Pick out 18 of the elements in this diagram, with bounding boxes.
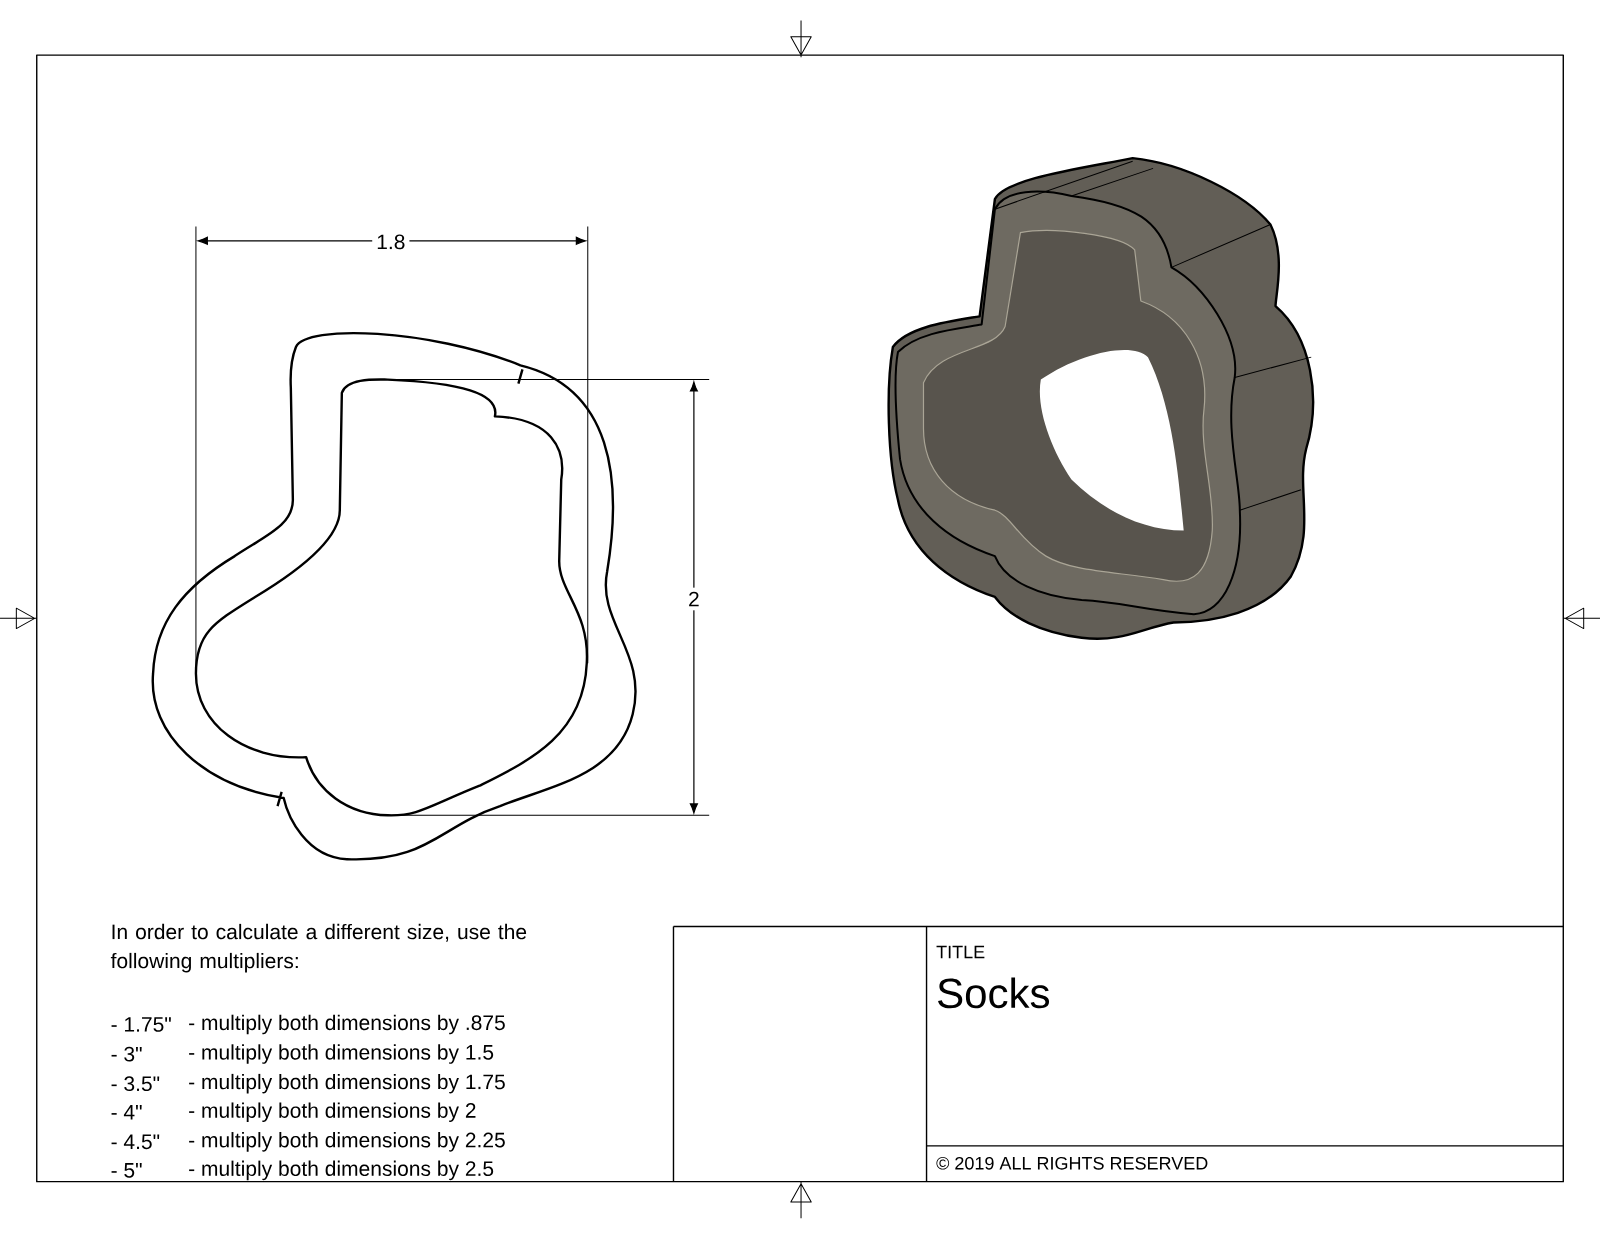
multiplier-text: - multiply both dimensions by 2.25 <box>189 1132 505 1152</box>
size-label: - 5" <box>111 1163 142 1178</box>
size-label: - 3.5" <box>111 1076 160 1092</box>
dimension-label: 2 <box>684 587 704 611</box>
multiplier-text: - multiply both dimensions by 2 <box>189 1102 476 1123</box>
note-text: In order to calculate a different size, use the following multipliers: <box>110 924 527 973</box>
title-label: TITLE <box>936 946 985 959</box>
size-label: - 3" <box>111 1046 142 1062</box>
size-label: - 4.5" <box>111 1134 160 1150</box>
multiplier-text: - multiply both dimensions by 2.5 <box>189 1160 494 1181</box>
size-label: - 1.75" <box>111 1017 171 1032</box>
multiplier-text: - multiply both dimensions by .875 <box>189 1014 505 1035</box>
size-label: - 4" <box>111 1105 142 1120</box>
copyright-text: © 2019 ALL RIGHTS RESERVED <box>936 1157 1208 1170</box>
dimension-label: 1.8 <box>372 230 410 254</box>
multiplier-text: - multiply both dimensions by 1.5 <box>189 1044 494 1064</box>
title-text: Socks <box>938 977 1049 1009</box>
multiplier-text: - multiply both dimensions by 1.75 <box>189 1074 505 1094</box>
